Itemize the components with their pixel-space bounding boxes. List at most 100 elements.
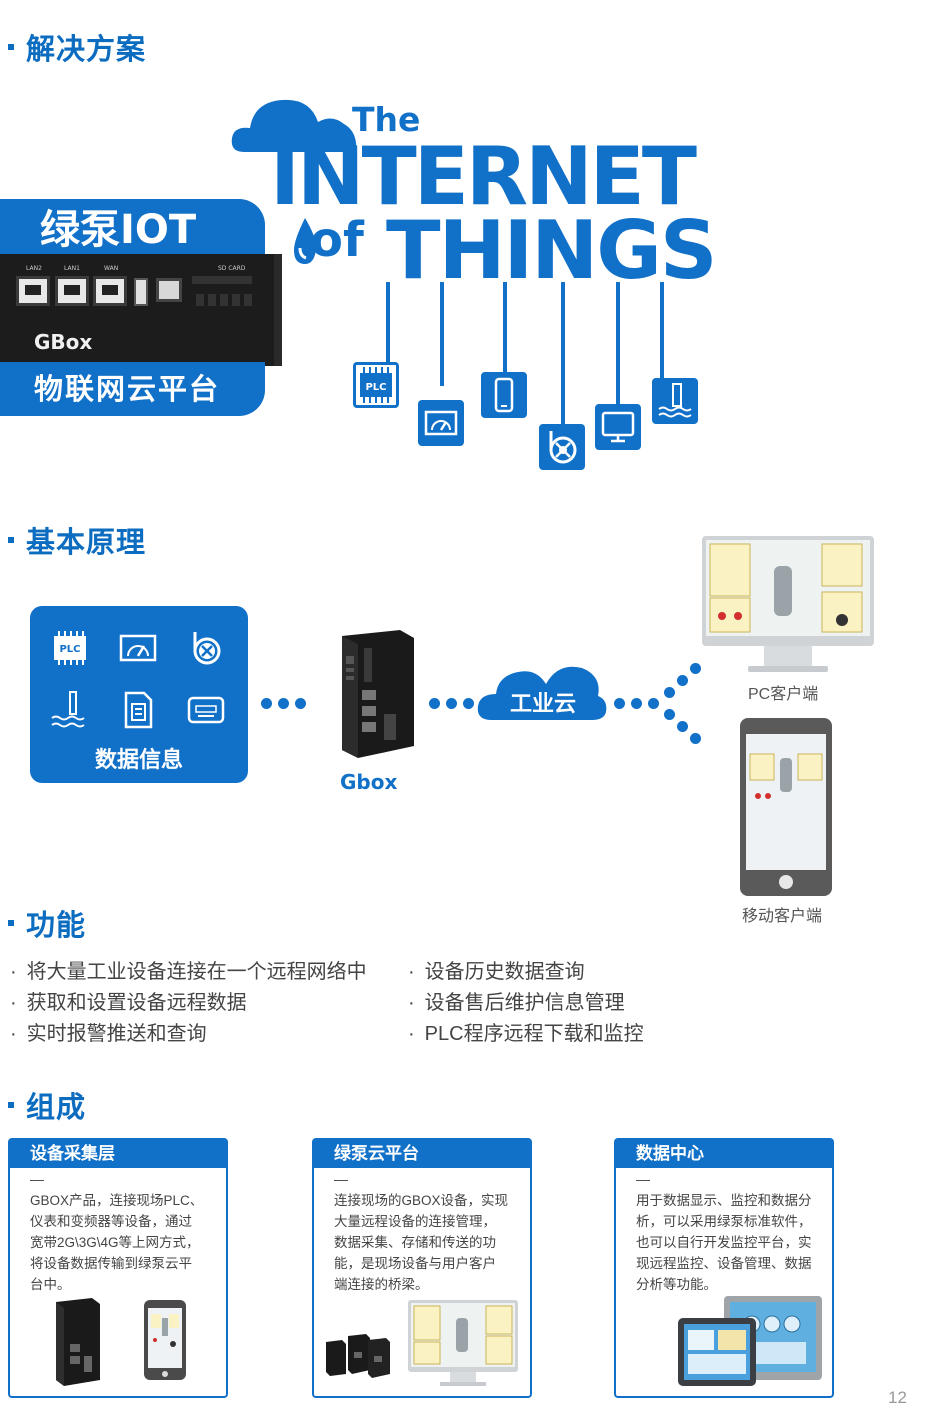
feature-item: 获取和设置设备远程数据: [10, 986, 247, 1015]
pump-icon: [193, 632, 221, 665]
connector-dot: [446, 698, 457, 709]
gauge-icon: [418, 400, 464, 446]
connector-dot: [690, 733, 701, 744]
connector-dot: [429, 698, 440, 709]
pc-monitor-image: [702, 536, 874, 672]
section-title-text: 基本原理: [26, 525, 147, 559]
card-cloud-platform: 绿泵云平台 — 连接现场的GBOX设备，实现 大量远程设备的连接管理， 数据采集…: [312, 1138, 532, 1398]
plc-icon: PLC: [54, 631, 86, 665]
section-title-text: 解决方案: [26, 32, 147, 66]
section-title-solution: 解决方案: [8, 26, 146, 68]
card-divider: —: [334, 1171, 348, 1187]
connector-line: [503, 282, 507, 374]
water-drop-icon: [294, 218, 317, 264]
cloud-label: 工业云: [510, 692, 577, 717]
gbox-gateway-image: [342, 630, 414, 758]
led-indicator: [208, 294, 216, 306]
card-text-line: GBOX产品，连接现场PLC、: [30, 1193, 204, 1208]
usb-b-port: [156, 278, 182, 302]
svg-text:PLC: PLC: [59, 644, 80, 655]
led-indicator: [196, 294, 204, 306]
gauge-icon: [119, 634, 157, 662]
iot-platform-label: 物联网云平台: [0, 362, 265, 416]
led-indicator: [244, 294, 252, 306]
inverter-icon: [187, 696, 225, 724]
section-title-text: 组成: [26, 1090, 87, 1124]
feature-item: 将大量工业设备连接在一个远程网络中: [10, 955, 367, 984]
card-divider: —: [30, 1171, 44, 1187]
connector-line: [561, 282, 565, 424]
ethernet-port: [55, 276, 89, 306]
card-device-layer: 设备采集层 — GBOX产品，连接现场PLC、 仪表和变频器等设备，通过 宽带2…: [8, 1138, 228, 1398]
led-indicator: [220, 294, 228, 306]
card-text-line: 现远程监控、设备管理、数据: [636, 1256, 812, 1271]
connector-dot: [463, 698, 474, 709]
feature-item: 设备售后维护信息管理: [408, 986, 625, 1015]
plc-icon: PLC: [353, 362, 399, 408]
card-text-line: 仪表和变频器等设备，通过: [30, 1214, 192, 1229]
monitor-icon: [595, 404, 641, 450]
document-icon: [124, 691, 153, 729]
brand-iot-label: 绿泵IOT: [0, 199, 265, 263]
connector-dot: [677, 721, 688, 732]
connector-dot: [648, 698, 659, 709]
pc-client-label: PC客户端: [748, 686, 819, 703]
connector-dot: [690, 663, 701, 674]
mobile-phone-icon: [481, 372, 527, 418]
connector-line: [660, 282, 664, 378]
data-info-panel: PLC 数据信息: [30, 606, 248, 783]
iot-the-text: The: [352, 100, 421, 139]
industrial-cloud-icon: [477, 666, 607, 720]
card-body: 连接现场的GBOX设备，实现 大量远程设备的连接管理， 数据采集、存储和传送的功…: [314, 1188, 530, 1295]
card-text-line: 台中。: [30, 1277, 71, 1292]
cloud-icon: [231, 99, 357, 152]
gbox-device-image: LAN2 LAN1 WAN SD CARD GBox: [0, 254, 282, 366]
iot-things-text: THINGS: [386, 204, 718, 297]
card-text-line: 析，可以采用绿泵标准软件，: [636, 1214, 812, 1229]
page-number: 12: [888, 1388, 907, 1407]
card-text-line: 用于数据显示、监控和数据分: [636, 1193, 812, 1208]
connector-dot: [614, 698, 625, 709]
card-text-line: 分析等功能。: [636, 1277, 717, 1292]
card-body: 用于数据显示、监控和数据分 析，可以采用绿泵标准软件， 也可以自行开发监控平台，…: [616, 1188, 832, 1295]
card-text-line: 也可以自行开发监控平台，实: [636, 1235, 812, 1250]
section-title-composition: 组成: [8, 1084, 86, 1126]
svg-text:PLC: PLC: [365, 382, 386, 393]
gbox-label: Gbox: [340, 770, 398, 794]
led-indicator: [232, 294, 240, 306]
connector-line: [440, 282, 444, 386]
port-label: LAN2: [26, 265, 42, 272]
section-title-text: 功能: [26, 908, 87, 942]
section-title-principle: 基本原理: [8, 519, 146, 561]
card-text-line: 数据采集、存储和传送的功: [334, 1235, 496, 1250]
hmi-touchscreen-image: [678, 1296, 822, 1386]
iot-internet-text: INTERNET: [270, 130, 697, 223]
connector-dot: [677, 675, 688, 686]
connector-dot: [278, 698, 289, 709]
iot-of-text: of: [310, 212, 364, 268]
pump-icon: [539, 424, 585, 470]
card-divider: —: [636, 1171, 650, 1187]
connector-dot: [664, 687, 675, 698]
device-side: [274, 254, 282, 366]
connector-line: [616, 282, 620, 404]
card-text-line: 宽带2G\3G\4G等上网方式，: [30, 1235, 200, 1250]
card-data-center: 数据中心 — 用于数据显示、监控和数据分 析，可以采用绿泵标准软件， 也可以自行…: [614, 1138, 834, 1398]
connector-dot: [631, 698, 642, 709]
connector-dot: [664, 709, 675, 720]
port-label: SD CARD: [218, 265, 246, 272]
bullet-icon: [8, 1102, 14, 1108]
bullet-icon: [8, 537, 14, 543]
gbox-and-monitor-image: [326, 1300, 518, 1386]
card-text-line: 端连接的桥梁。: [334, 1277, 429, 1292]
feature-item: 实时报警推送和查询: [10, 1017, 207, 1046]
water-level-icon: [51, 691, 85, 728]
card-body: GBOX产品，连接现场PLC、 仪表和变频器等设备，通过 宽带2G\3G\4G等…: [10, 1188, 226, 1295]
ethernet-port: [93, 276, 127, 306]
water-level-icon: [652, 378, 698, 424]
card-title: 设备采集层: [10, 1140, 226, 1168]
bullet-icon: [8, 44, 14, 50]
port-label: LAN1: [64, 265, 80, 272]
card-title: 绿泵云平台: [314, 1140, 530, 1168]
usb-port: [134, 278, 148, 306]
